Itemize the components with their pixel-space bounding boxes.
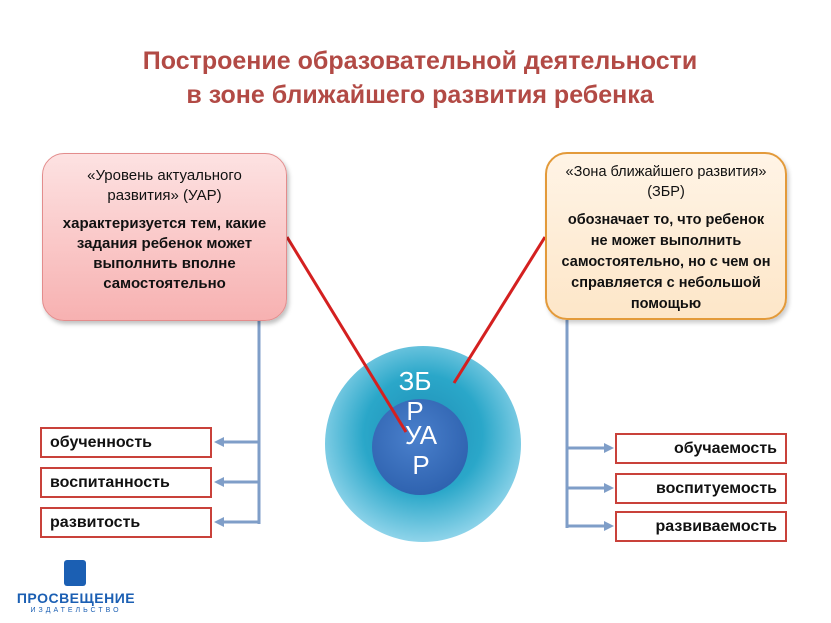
zbr-connector-line — [452, 236, 547, 384]
uar-circle-label: УА Р — [404, 420, 438, 480]
page-title: Построение образовательной деятельности … — [60, 44, 780, 112]
uar-heading: «Уровень актуального развития» (УАР) — [87, 167, 242, 204]
zbr-heading: «Зона ближайшего развития» (ЗБР) — [565, 164, 767, 200]
title-line-1: Построение образовательной деятельности — [142, 47, 698, 75]
left-tree — [218, 320, 261, 524]
left-item-razvitost: развитость — [40, 507, 212, 538]
left-item-obuchennost: обученность — [40, 427, 212, 458]
uar-inner-circle — [372, 399, 468, 495]
title-line-2: в зоне ближайшего развития ребенка — [186, 81, 654, 109]
right-tree — [565, 320, 610, 528]
left-arrowheads — [214, 437, 224, 527]
logo-subtitle: ИЗДАТЕЛЬСТВО — [30, 607, 122, 614]
logo-mark-icon — [64, 560, 86, 586]
zbr-callout: «Зона ближайшего развития» (ЗБР) обознач… — [545, 152, 787, 320]
uar-description: характеризуется тем, какие задания ребен… — [62, 215, 267, 292]
logo-name: ПРОСВЕЩЕНИЕ — [16, 590, 136, 606]
right-item-razvivaemost: развиваемость — [615, 511, 787, 542]
uar-connector-line — [285, 236, 408, 433]
right-arrowheads — [604, 443, 614, 531]
publisher-logo: ПРОСВЕЩЕНИЕ ИЗДАТЕЛЬСТВО — [6, 560, 146, 618]
zbr-description: обозначает то, что ребенок не может выпо… — [561, 212, 771, 312]
right-item-obuchaemost: обучаемость — [615, 433, 787, 464]
zbr-circle-label: ЗБ Р — [398, 366, 432, 426]
uar-callout: «Уровень актуального развития» (УАР) хар… — [42, 153, 287, 321]
left-item-vospitannost: воспитанность — [40, 467, 212, 498]
right-item-vospituemost: воспитуемость — [615, 473, 787, 504]
